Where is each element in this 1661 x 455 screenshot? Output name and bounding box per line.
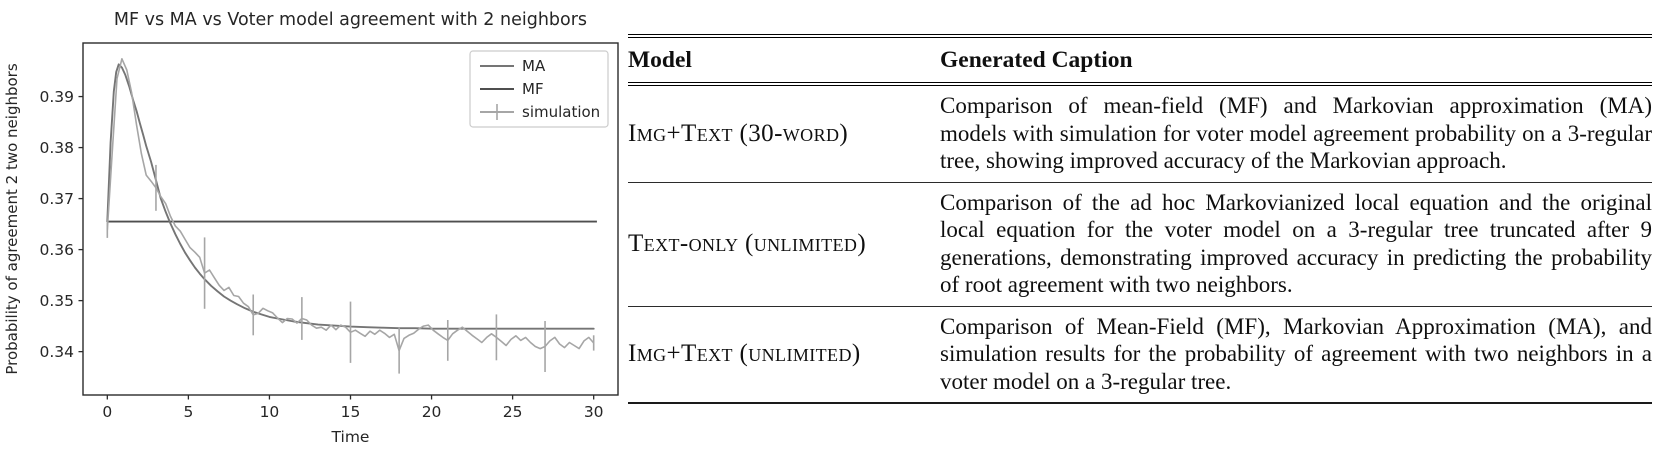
caption-table: Model Generated Caption Img+Text (30-wor… xyxy=(628,34,1652,404)
x-tick-label: 5 xyxy=(183,403,193,421)
chart-title: MF vs MA vs Voter model agreement with 2… xyxy=(114,10,587,30)
ma-curve xyxy=(106,63,595,330)
x-tick-label: 25 xyxy=(503,403,523,421)
column-header-caption: Generated Caption xyxy=(940,38,1652,86)
legend-box xyxy=(469,50,609,128)
y-tick-label: 0.34 xyxy=(39,343,74,361)
y-tick-label: 0.35 xyxy=(39,292,74,310)
generated-caption: Comparison of Mean-Field (MF), Markovian… xyxy=(940,307,1652,404)
y-tick-label: 0.39 xyxy=(39,88,74,106)
y-axis-label: Probability of agreement 2 two neighbors xyxy=(3,63,21,374)
y-tick-label: 0.38 xyxy=(39,139,74,157)
y-tick-label: 0.37 xyxy=(39,190,74,208)
agreement-chart: MF vs MA vs Voter model agreement with 2… xyxy=(3,10,619,446)
y-tick-label: 0.36 xyxy=(39,241,74,259)
column-header-model: Model xyxy=(628,38,940,86)
model-name: Img+Text (unlimited) xyxy=(628,307,940,404)
sim-curve xyxy=(106,57,595,352)
x-tick-label: 15 xyxy=(341,403,361,421)
generated-caption: Comparison of the ad hoc Markovianized l… xyxy=(940,183,1652,307)
legend-label: MA xyxy=(522,57,546,75)
x-axis-label: Time xyxy=(331,428,370,446)
x-tick-label: 20 xyxy=(422,403,442,421)
model-name: Img+Text (30-word) xyxy=(628,86,940,183)
x-tick-label: 10 xyxy=(260,403,280,421)
legend-label: MF xyxy=(522,80,544,98)
x-tick-label: 0 xyxy=(102,403,112,421)
x-tick-label: 30 xyxy=(584,403,604,421)
model-name: Text-only (unlimited) xyxy=(628,183,940,307)
legend-label: simulation xyxy=(522,103,600,121)
generated-caption: Comparison of mean-field (MF) and Markov… xyxy=(940,86,1652,183)
